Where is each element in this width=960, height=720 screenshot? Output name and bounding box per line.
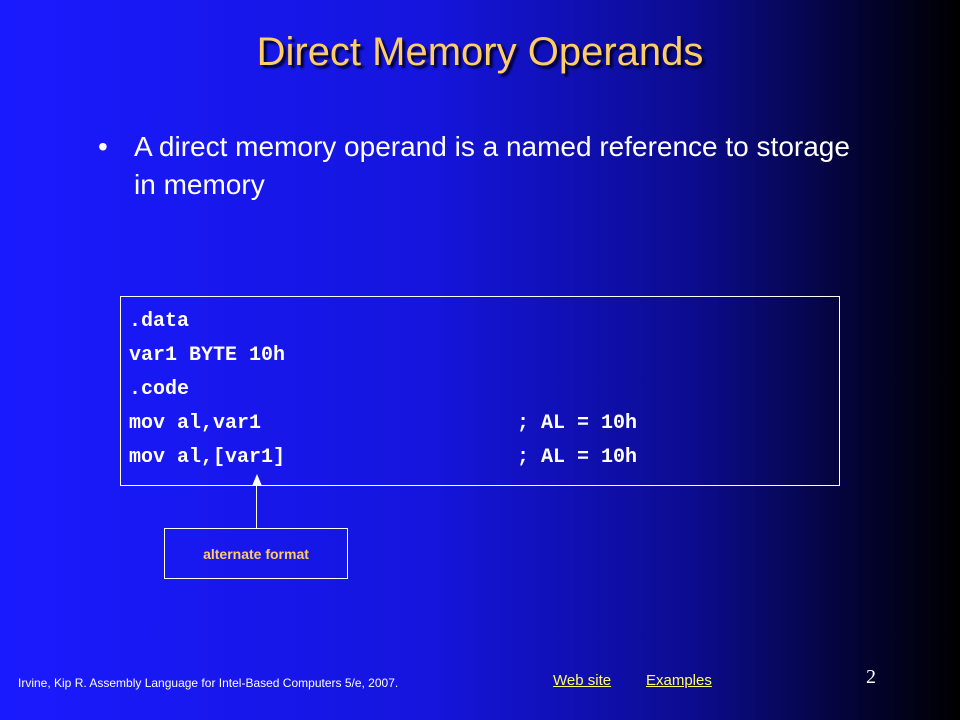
callout-arrow-head-icon [252,474,262,486]
bullet-marker: • [98,131,108,162]
slide-title: Direct Memory Operands [256,30,704,74]
footer-citation: Irvine, Kip R. Assembly Language for Int… [18,676,399,690]
callout-text: alternate format [203,545,309,562]
code-line: var1 BYTE 10h [129,339,839,373]
code-instruction: .code [129,378,190,401]
code-line: mov al,var1 ; AL = 10h [129,407,839,441]
code-instruction: var1 BYTE 10h [129,344,286,367]
slide-number: 2 [866,666,876,688]
callout-arrow-line [256,484,257,528]
code-instruction: mov al,var1 [129,412,262,435]
code-comment: ; AL = 10h [517,412,638,435]
code-line: .code [129,373,839,407]
code-line: mov al,[var1] ; AL = 10h [129,441,839,475]
website-link[interactable]: Web site [553,672,612,689]
bullet-text: A direct memory operand is a named refer… [134,131,850,200]
bullet-item: • A direct memory operand is a named ref… [98,128,858,204]
code-instruction: .data [129,310,190,333]
code-line: .data [129,305,839,339]
code-instruction: mov al,[var1] [129,446,286,469]
code-comment: ; AL = 10h [517,446,638,469]
examples-link[interactable]: Examples [646,672,712,689]
alternate-format-callout: alternate format [164,528,348,579]
code-block: .data var1 BYTE 10h .code mov al,var1 ; … [120,296,840,486]
